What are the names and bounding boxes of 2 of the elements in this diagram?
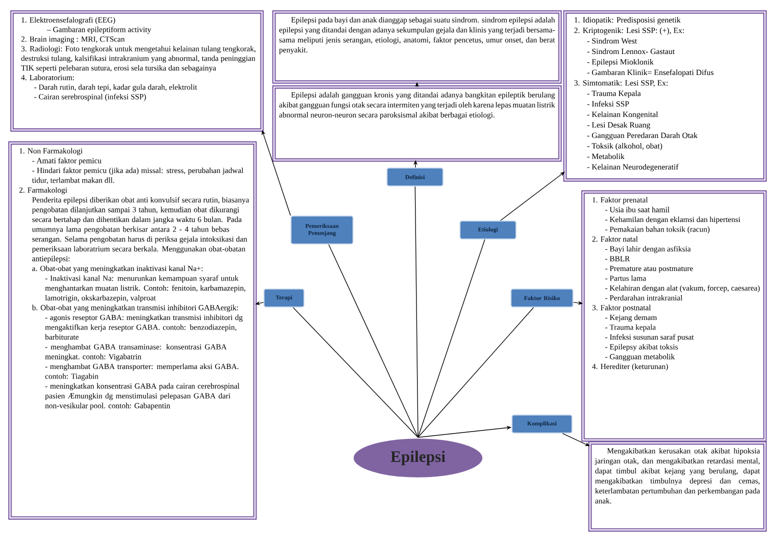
arrow — [500, 172, 565, 221]
text-panel: 1. Idiopatik: Predisposisi genetik 2. Kriptogenik: Lesi SSP: (+), Ex: - Sindrom West - Sindrom Lennox- Gastaut - Epilepsi Mioklonik - Gambaran Klinik= Ensefalopati Difus 3. Simtomatik: Lesi SSP, Ex: - Trauma Kepala - Infeksi SSP - Kelainan Kongenital - Lesi Desak Ruang - Gangguan Peredaran Darah Otak - Toksik (alkohol, obat) - Metabolik - Kelainan Neurodegeneratif — [563, 10, 767, 182]
